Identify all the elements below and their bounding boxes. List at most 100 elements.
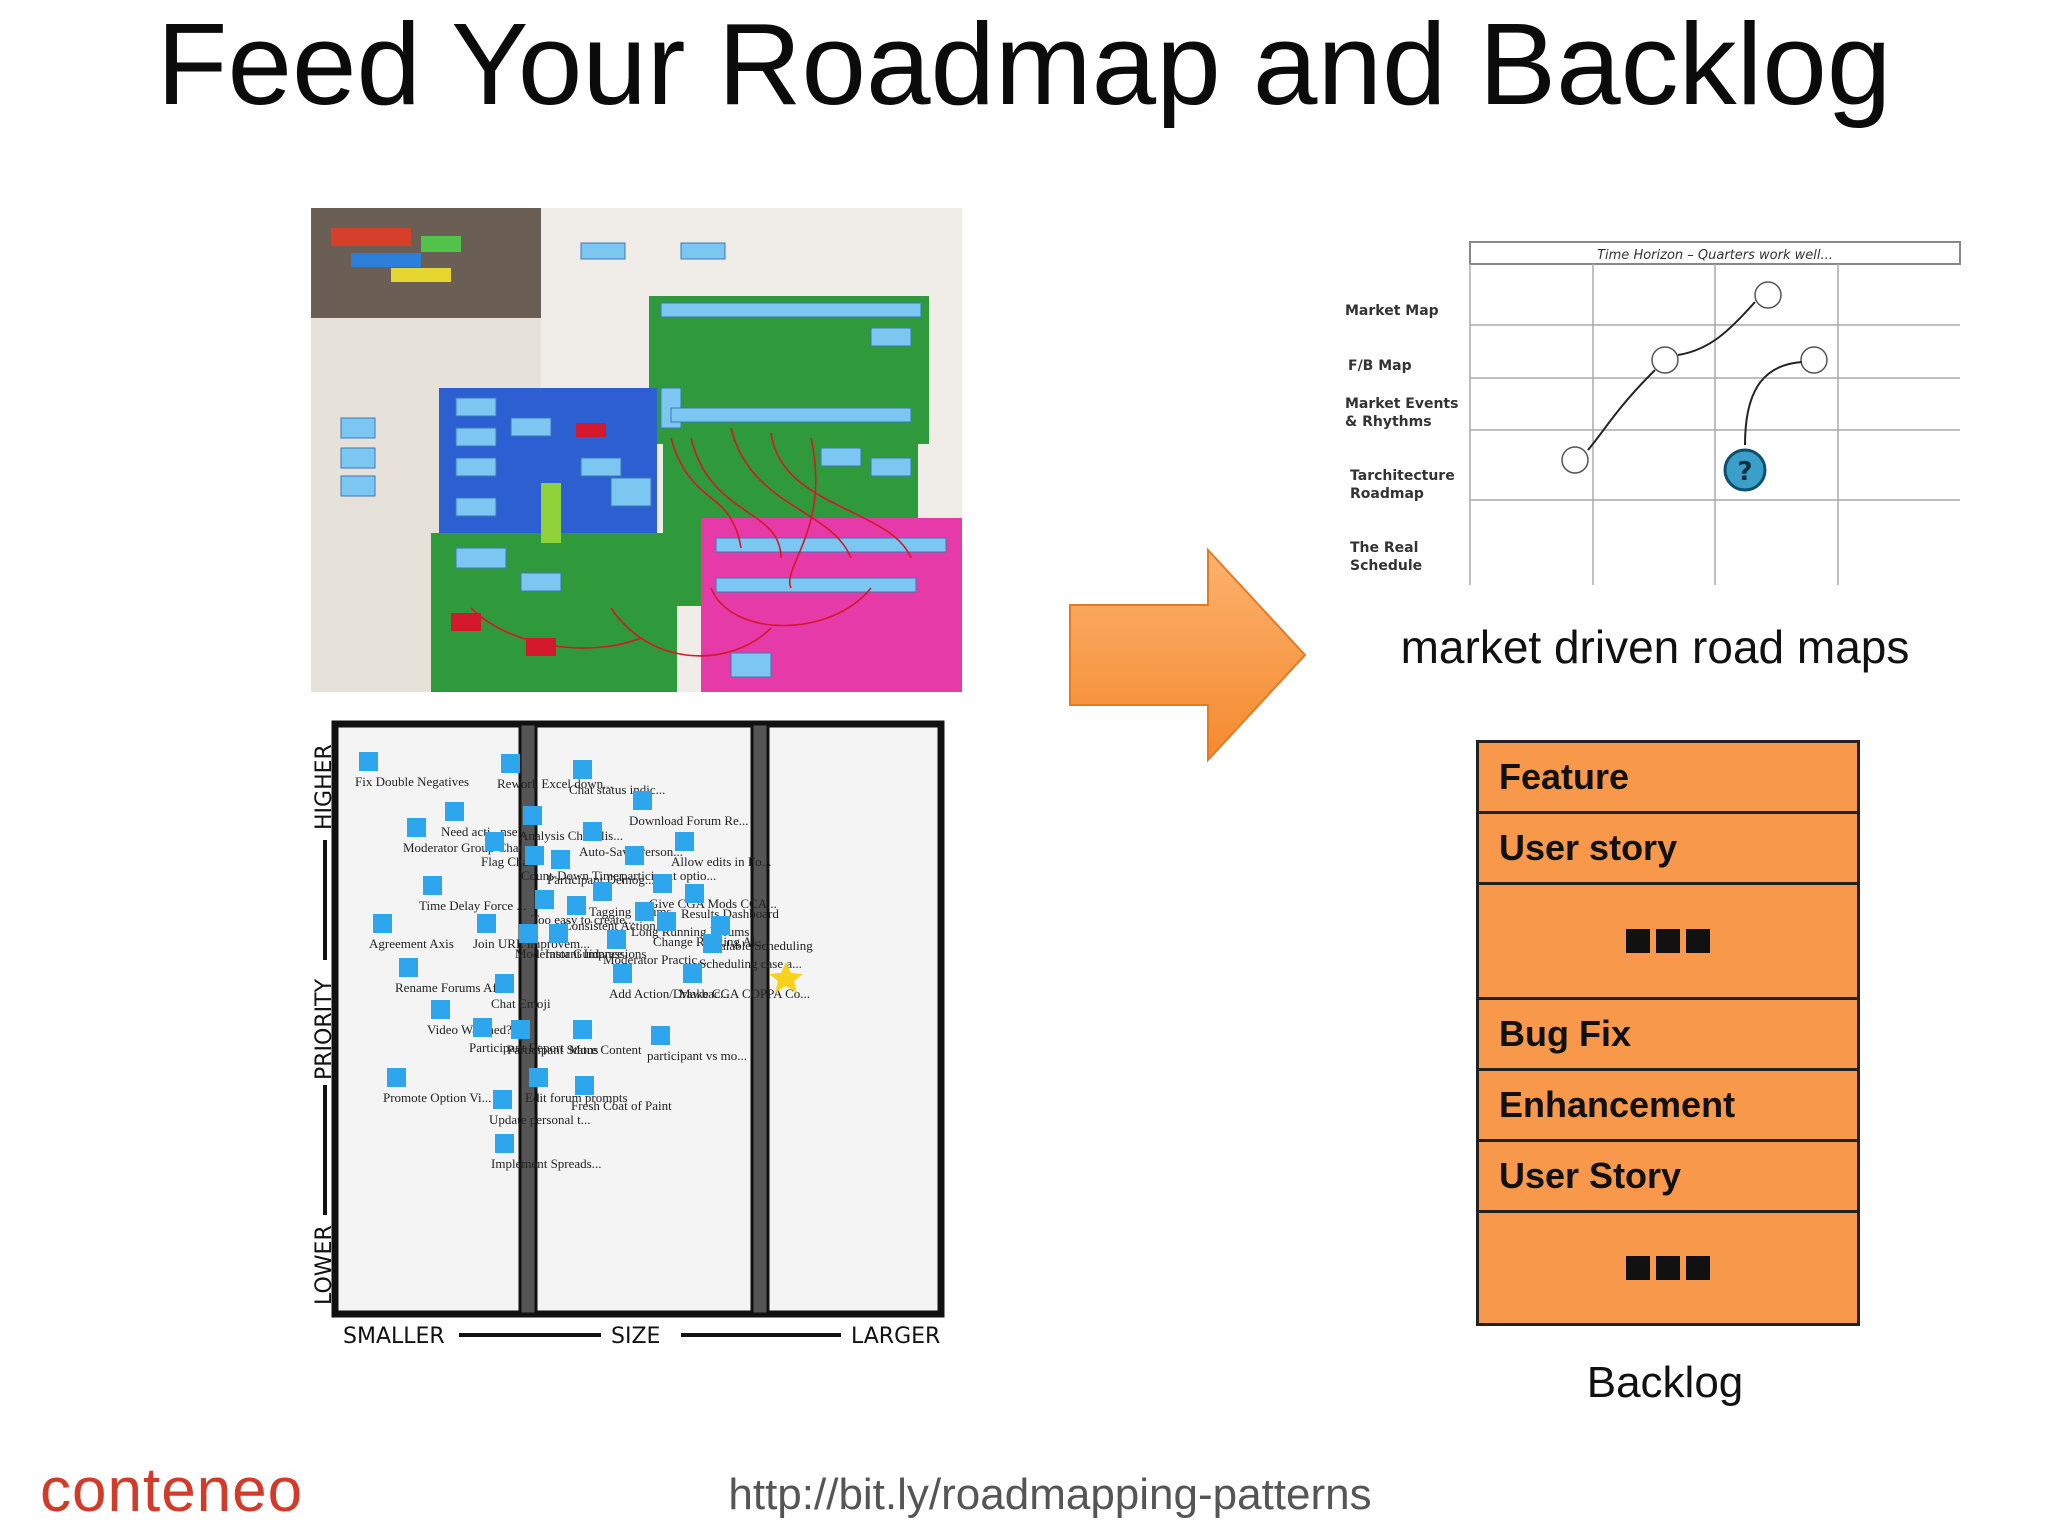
sticky-note-label: Agreement Axis [369, 936, 454, 951]
sticky-note: Promote Option Vi... [383, 1068, 491, 1105]
sticky-note: Need acti...nse... [441, 802, 527, 839]
sticky-note-label: Participant Demog... [547, 872, 655, 887]
sticky-note-label: Rework Excel down... [497, 776, 613, 791]
backlog-item-user-story-2: User Story [1479, 1142, 1857, 1213]
sticky-note-square [593, 882, 612, 901]
sticky-note-square [529, 1068, 548, 1087]
sticky-note-square [535, 890, 554, 909]
axis-label-priority: PRIORITY [312, 978, 337, 1080]
sticky-note-label: Count-Down Timer [521, 868, 624, 883]
sticky-note-label: Moderator Guidance [515, 946, 623, 961]
sticky-note: Consistent Action... [563, 896, 666, 933]
sticky-note-square [495, 974, 514, 993]
sticky-note-square [703, 934, 722, 953]
roadmap-diagram: Time Horizon – Quarters work well... Mar… [1345, 241, 1961, 585]
sticky-note-square [567, 896, 586, 915]
sticky-note: Time Delay Force ... [419, 876, 526, 913]
sticky-note-label: Promote Option Vi... [383, 1090, 491, 1105]
axis-label-smaller: SMALLER [343, 1324, 445, 1348]
backlog-ellipsis-2 [1479, 1213, 1857, 1323]
sticky-note-label: Give CGA Mods CCA... [649, 896, 777, 911]
sticky-note: Scalable Scheduling [707, 916, 813, 953]
priority-size-matrix: HIGHER PRIORITY LOWER SMALLER SIZE LARGE… [311, 720, 962, 1348]
sticky-note-square [399, 958, 418, 977]
conteneo-logo: conteneo [40, 1456, 304, 1525]
sticky-note-square [519, 924, 538, 943]
sticky-note-label: Implement Spreads... [491, 1156, 601, 1171]
sticky-note: Rework Excel down... [497, 754, 613, 791]
sticky-note: Results Dashboard [681, 884, 779, 921]
sticky-note-label: Moderator Group Chat [403, 840, 523, 855]
sticky-note-label: Fix Double Negatives [355, 774, 469, 789]
sticky-note-label: Flag Chats [481, 854, 537, 869]
axis-label-higher: HIGHER [312, 744, 337, 830]
sticky-note-square [675, 832, 694, 851]
sticky-note-square [523, 806, 542, 825]
sticky-note-label: Need acti...nse... [441, 824, 527, 839]
backlog-caption: Backlog [1586, 1358, 1744, 1407]
sticky-note-label: Download Forum Re... [629, 813, 749, 828]
sticky-notes: Fix Double Negatives Rework Excel down...… [355, 752, 813, 1171]
roadmap-row-market-map: Market Map [1345, 303, 1439, 319]
backlog-item-feature: Feature [1479, 743, 1857, 814]
sticky-note-label: Scheduling case a... [699, 956, 802, 971]
sticky-note-square [431, 1000, 450, 1019]
schedule-line: Schedule [1350, 558, 1422, 574]
sticky-note-square [711, 916, 730, 935]
sticky-note-square [495, 1134, 514, 1153]
sticky-note-square [473, 1018, 492, 1037]
roadmap-caption: market driven road maps [1400, 621, 1910, 673]
sticky-note: Fresh Coat of Paint [571, 1076, 672, 1113]
footer-url[interactable]: http://bit.ly/roadmapping-patterns [728, 1470, 1372, 1519]
right-arrow-icon [1069, 547, 1307, 763]
sticky-note-label: Participant Report [469, 1040, 564, 1055]
sticky-note-label: Participant Status [507, 1042, 598, 1057]
sticky-note-label: participant vs mo... [647, 1048, 747, 1063]
sticky-note: Participant Status [507, 1020, 598, 1057]
sticky-note-label: Allow edits in Fo... [671, 854, 771, 869]
sticky-note: Download Forum Re... [629, 791, 749, 828]
sticky-note-label: Time Delay Force ... [419, 898, 526, 913]
sticky-note: Update personal t... [489, 1090, 590, 1127]
sticky-note-square [501, 754, 520, 773]
tarchitecture-line: Tarchitecture [1350, 468, 1455, 484]
sticky-note-square [635, 902, 654, 921]
backlog-table: Feature User story Bug Fix Enhancement U… [1476, 740, 1860, 1326]
sticky-note: Participant Demog... [547, 850, 655, 887]
sticky-note-label: Edit forum prompts [525, 1090, 628, 1105]
sticky-note-square [359, 752, 378, 771]
sticky-note: Too easy to create... [531, 890, 635, 927]
sticky-note-label: Moderator Practic... [603, 952, 707, 967]
axis-label-size: SIZE [611, 1324, 660, 1348]
backlog-item-enhancement: Enhancement [1479, 1071, 1857, 1142]
svg-text:?: ? [1737, 457, 1752, 487]
sticky-note-square [625, 846, 644, 865]
sticky-note-square [573, 1020, 592, 1039]
sticky-note-label: Rename Forums Aft... [395, 980, 510, 995]
sticky-note-label: Analysis Checklis... [519, 828, 623, 843]
sticky-note-label: Chat Emoji [491, 996, 551, 1011]
sticky-note-label: Results Dashboard [681, 906, 779, 921]
sticky-note-square [373, 914, 392, 933]
axis-label-lower: LOWER [312, 1225, 337, 1305]
sticky-note: Fix Double Negatives [355, 752, 469, 789]
sticky-note: participant vs mo... [647, 1026, 747, 1063]
lego-toys-clutter [331, 228, 461, 282]
axis-label-larger: LARGER [851, 1324, 940, 1348]
roadmap-header: Time Horizon – Quarters work well... [1597, 248, 1833, 263]
sticky-note-square [607, 930, 626, 949]
sticky-note: Flag Chats [481, 832, 537, 869]
sticky-note-label: Instant Impressions [545, 946, 646, 961]
sticky-note-square [551, 850, 570, 869]
sticky-note-square [511, 1020, 530, 1039]
sticky-note-square [651, 1026, 670, 1045]
sticky-note: Scheduling case a... [699, 934, 802, 971]
sticky-note: Agreement Axis [369, 914, 454, 951]
sticky-note-square [477, 914, 496, 933]
lego-board-photo [311, 208, 962, 692]
sticky-note-square [575, 1076, 594, 1095]
sticky-note: Chat Emoji [491, 974, 551, 1011]
sticky-note-square [683, 964, 702, 983]
sticky-note-label: Update personal t... [489, 1112, 590, 1127]
